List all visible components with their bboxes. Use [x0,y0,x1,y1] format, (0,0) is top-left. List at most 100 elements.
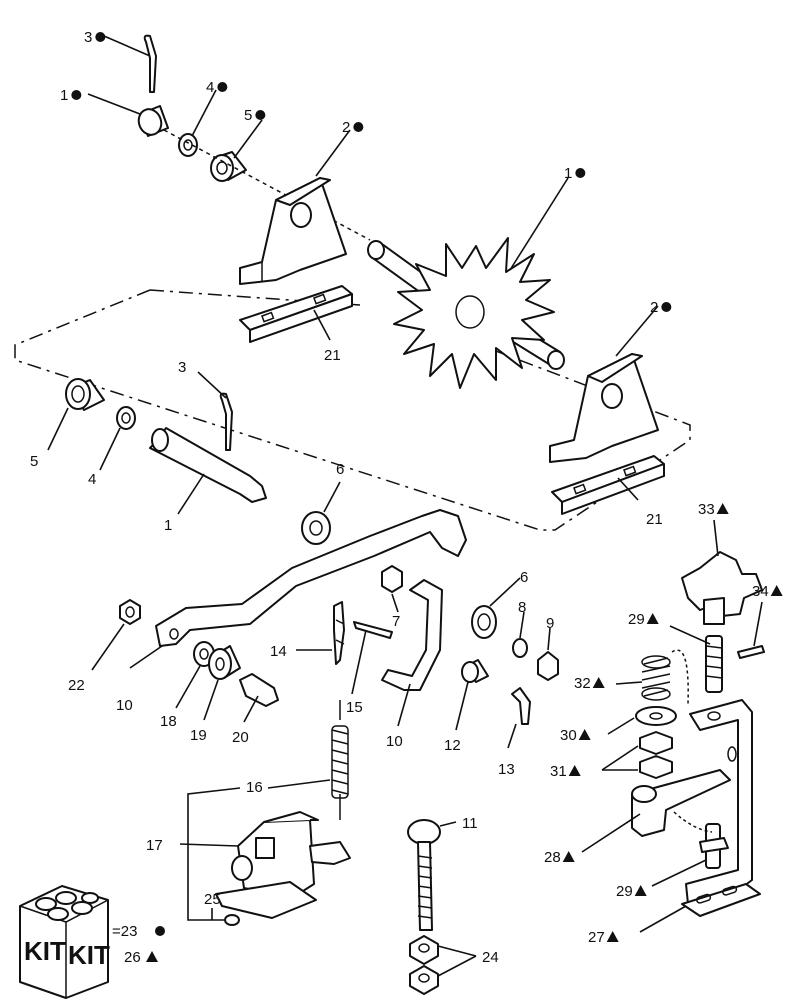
roller-19 [208,645,241,680]
callout-3: 3 [84,29,92,46]
washer-8 [512,638,528,658]
pin-15 [353,621,393,639]
bearing-bracket-left [239,177,347,285]
kit26-triangle-icon [578,729,591,740]
callout-9: 9 [546,615,554,632]
kit23-dot-icon [575,168,586,178]
hex-nut-lower [409,965,439,995]
bushing-top [210,151,247,182]
callout-5: 5 [244,107,252,124]
bearing-bracket-right [549,353,659,463]
callout-28: 28 [544,849,561,866]
kit-box-icon [19,885,109,999]
callout-21: 21 [646,511,663,528]
kit23-dot-icon [661,302,672,312]
spring-link [333,601,345,665]
spacer-12 [461,659,489,683]
callout-10: 10 [116,697,133,714]
kit26-triangle-icon [606,931,619,942]
callout-1: 1 [164,517,172,534]
callout-16: 16 [246,779,263,796]
callout-21: 21 [324,347,341,364]
callout-13: 13 [498,761,515,778]
callout-14: 14 [270,643,287,660]
kit-legend: KIT KIT =23 26 [19,885,165,999]
threaded-rod-29-top [705,635,723,693]
kit23-dot-icon [353,122,364,132]
callout-11: 11 [462,815,478,832]
threaded-rod-29-bottom [699,823,729,869]
callout-30: 30 [560,727,577,744]
callout-10: 10 [386,733,403,750]
star-sprocket [393,237,555,389]
kit-legend-line1: =23 [112,923,137,940]
kit-label-right: KIT [68,940,110,970]
roll-pin-34 [737,645,765,659]
callout-3: 3 [178,359,186,376]
kit23-dot-icon [217,82,228,92]
kit26-triangle-icon [634,885,647,896]
shim-plate-top [239,285,353,343]
kit-label-left: KIT [24,936,66,966]
callout-34: 34 [752,583,769,600]
kit23-dot-icon [95,32,106,42]
callout-5: 5 [30,453,38,470]
compression-spring [641,655,671,701]
callout-25: 25 [204,891,221,908]
washer-top [178,133,198,157]
star-knob [681,551,763,625]
leader-lines [47,35,763,977]
flange-washer-left [301,511,331,545]
hex-nut-upper [409,935,439,965]
kit26-triangle-icon [568,765,581,776]
clevis-pin-top [137,105,169,137]
callout-4: 4 [88,471,96,488]
counter-box [215,811,351,919]
nut-7 [381,565,403,593]
pivot-sleeve-28 [631,769,731,837]
tension-arm [381,579,443,691]
lock-nut-left [119,599,141,625]
callout-17: 17 [146,837,163,854]
callout-33: 33 [698,501,715,518]
callout-12: 12 [444,737,461,754]
callout-1: 1 [60,87,68,104]
kit-line1-dot [155,926,165,936]
flat-washer-30 [635,706,677,726]
extension-spring [331,700,349,820]
callout-15: 15 [346,699,363,716]
callout-27: 27 [588,929,605,946]
callout-32: 32 [574,675,591,692]
cotter-pin-left [219,392,233,451]
callout-2: 2 [342,119,350,136]
kit26-triangle-icon [592,677,605,688]
cotter-pin-top [143,34,157,93]
shim-plate-bottom [551,455,665,515]
callout-19: 19 [190,727,207,744]
kit26-triangle-icon [562,851,575,862]
bolt-20 [239,673,279,707]
callout-8: 8 [518,599,526,616]
lever-arm [155,509,467,647]
kit23-dot-icon [71,90,82,100]
kit-line2-triangle [146,951,158,962]
carriage-bolt [407,819,441,931]
callout-6: 6 [520,569,528,586]
callout-31: 31 [550,763,567,780]
callout-29: 29 [628,611,645,628]
callout-7: 7 [392,613,400,630]
kit23-dot-icon [255,110,266,120]
callout-1: 1 [564,165,572,182]
kit26-triangle-icon [716,503,729,514]
callout-29: 29 [616,883,633,900]
flange-washer-right [471,605,497,639]
callout-20: 20 [232,729,249,746]
washer-left [116,406,136,430]
callout-18: 18 [160,713,177,730]
pivot-pin [149,427,267,503]
callout-2: 2 [650,299,658,316]
mounting-bracket-27 [681,699,761,917]
bushing-left [65,378,105,411]
